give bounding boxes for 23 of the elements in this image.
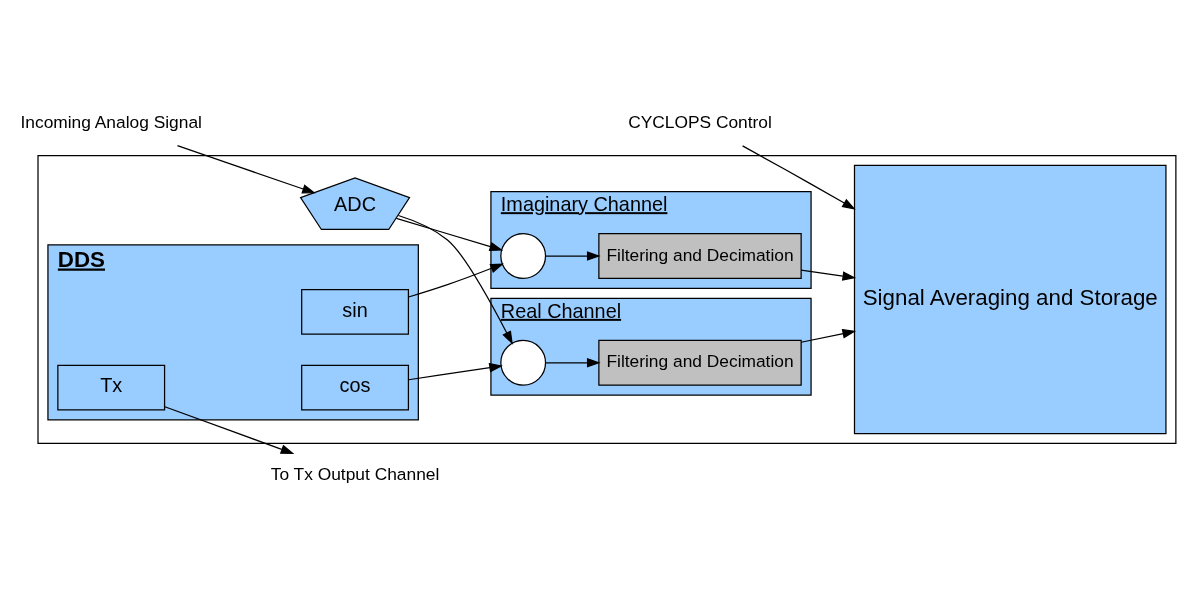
node-box: Signal Averaging and Storage xyxy=(853,164,1167,435)
arrow xyxy=(800,329,857,343)
arrow xyxy=(397,214,513,345)
arrow xyxy=(408,362,503,381)
arrow xyxy=(164,406,295,454)
node-box: cos xyxy=(301,364,410,411)
node-box: Filtering and Decimation xyxy=(598,233,802,280)
arrow xyxy=(741,145,856,210)
node-box: sin xyxy=(301,288,410,335)
arrow xyxy=(545,251,601,261)
arrow xyxy=(395,217,504,252)
arrow xyxy=(800,269,857,281)
node-box: Filtering and Decimation xyxy=(598,339,802,386)
node-text: To Tx Output Channel xyxy=(270,464,440,485)
node-text: Incoming Analog Signal xyxy=(20,111,202,132)
arrow xyxy=(545,358,601,368)
node-circle xyxy=(500,339,547,386)
node-circle xyxy=(500,233,547,280)
arrow xyxy=(407,263,504,298)
cluster xyxy=(37,154,1177,445)
node-box: Tx xyxy=(57,364,166,411)
arrow xyxy=(176,145,316,194)
node-text: CYCLOPS Control xyxy=(628,111,772,132)
